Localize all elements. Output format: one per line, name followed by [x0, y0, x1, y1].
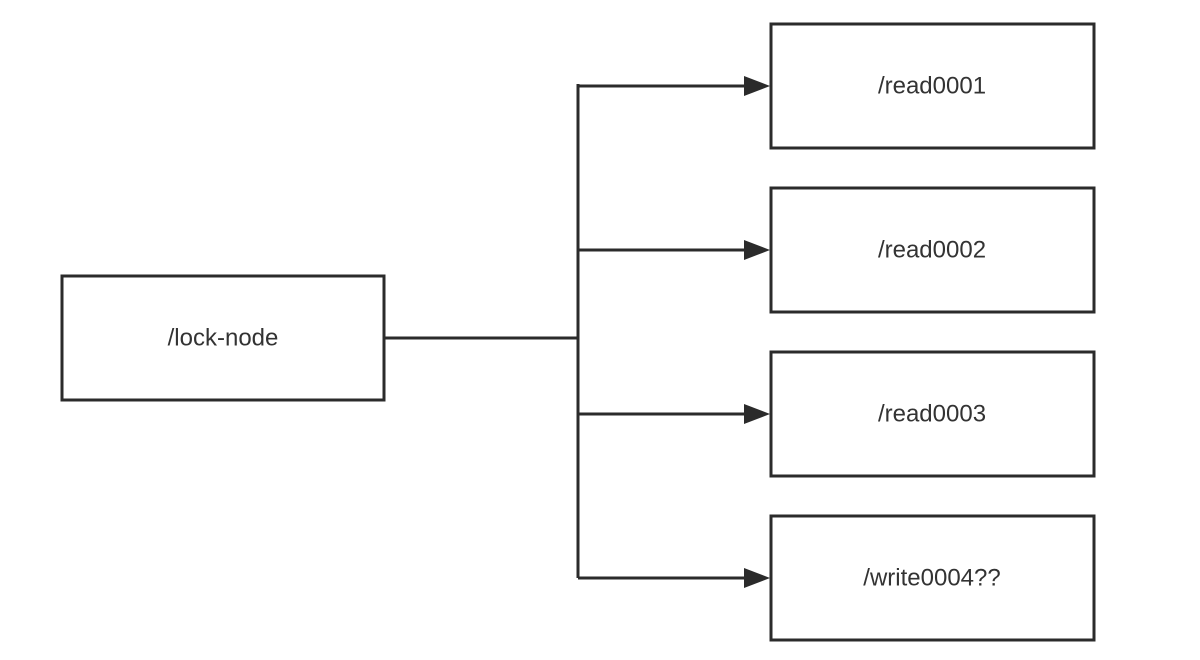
child-node-box — [769, 514, 1096, 642]
child-node-label: /read0003 — [878, 401, 986, 428]
arrowhead-3 — [744, 404, 770, 424]
parent-node[interactable]: /lock-node — [60, 274, 386, 402]
child-node-box — [769, 186, 1096, 314]
child-node-label: /write0004?? — [863, 565, 1000, 592]
branch-arrow-4 — [578, 568, 770, 588]
parent-node-box — [60, 274, 386, 402]
child-node-label: /read0001 — [878, 73, 986, 100]
branch-arrow-1 — [578, 76, 770, 96]
child-node-label: /read0002 — [878, 237, 986, 264]
branch-arrow-3 — [578, 404, 770, 424]
parent-node-label: /lock-node — [168, 325, 279, 352]
arrowhead-1 — [744, 76, 770, 96]
child-node-write0004[interactable]: /write0004?? — [769, 514, 1096, 642]
arrowhead-4 — [744, 568, 770, 588]
arrowhead-2 — [744, 240, 770, 260]
child-node-read0001[interactable]: /read0001 — [769, 22, 1096, 150]
child-node-read0003[interactable]: /read0003 — [769, 350, 1096, 478]
branch-arrow-2 — [578, 240, 770, 260]
child-node-box — [769, 350, 1096, 478]
child-node-read0002[interactable]: /read0002 — [769, 186, 1096, 314]
child-node-box — [769, 22, 1096, 150]
